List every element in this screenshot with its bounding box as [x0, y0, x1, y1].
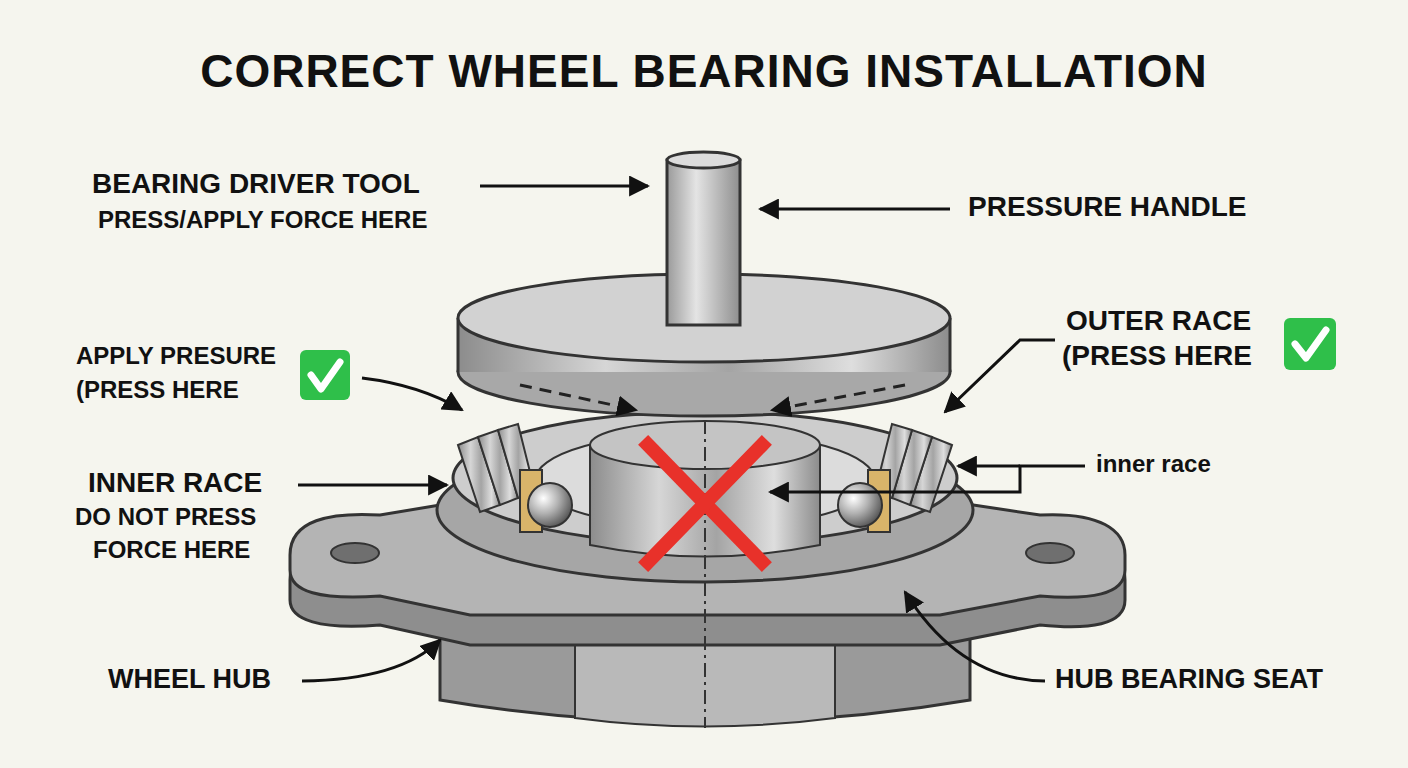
title: CORRECT WHEEL BEARING INSTALLATION — [0, 44, 1408, 98]
part-label: WHEEL HUB — [108, 664, 271, 695]
part-label: inner race — [1096, 450, 1211, 478]
part-label: HUB BEARING SEAT — [1055, 664, 1323, 695]
bolt-hole — [1026, 543, 1074, 563]
pressure-handle — [667, 160, 740, 325]
check-mark — [300, 350, 350, 400]
center-line — [704, 420, 706, 728]
bolt-hole — [331, 543, 379, 563]
check-mark — [1284, 318, 1336, 370]
part-label: PRESS/APPLY FORCE HERE — [98, 206, 427, 234]
part-label: PRESSURE HANDLE — [968, 191, 1246, 223]
part-label: INNER RACE — [88, 467, 262, 499]
part-label: FORCE HERE — [93, 536, 250, 564]
part-label: DO NOT PRESS — [75, 503, 256, 531]
bearing-ball — [838, 483, 882, 527]
force-arrow — [520, 385, 636, 410]
part-label: OUTER RACE — [1066, 305, 1251, 337]
part-label: APPLY PRESURE — [76, 342, 276, 370]
part-label: (PRESS HERE — [76, 376, 239, 404]
bearing-ball — [528, 483, 572, 527]
force-arrow — [772, 385, 905, 410]
part-label: BEARING DRIVER TOOL — [92, 168, 420, 200]
part-label: (PRESS HERE — [1062, 340, 1252, 372]
do-not-x — [648, 445, 762, 562]
pressure-handle-top — [667, 152, 740, 168]
leader-line — [298, 186, 1085, 681]
